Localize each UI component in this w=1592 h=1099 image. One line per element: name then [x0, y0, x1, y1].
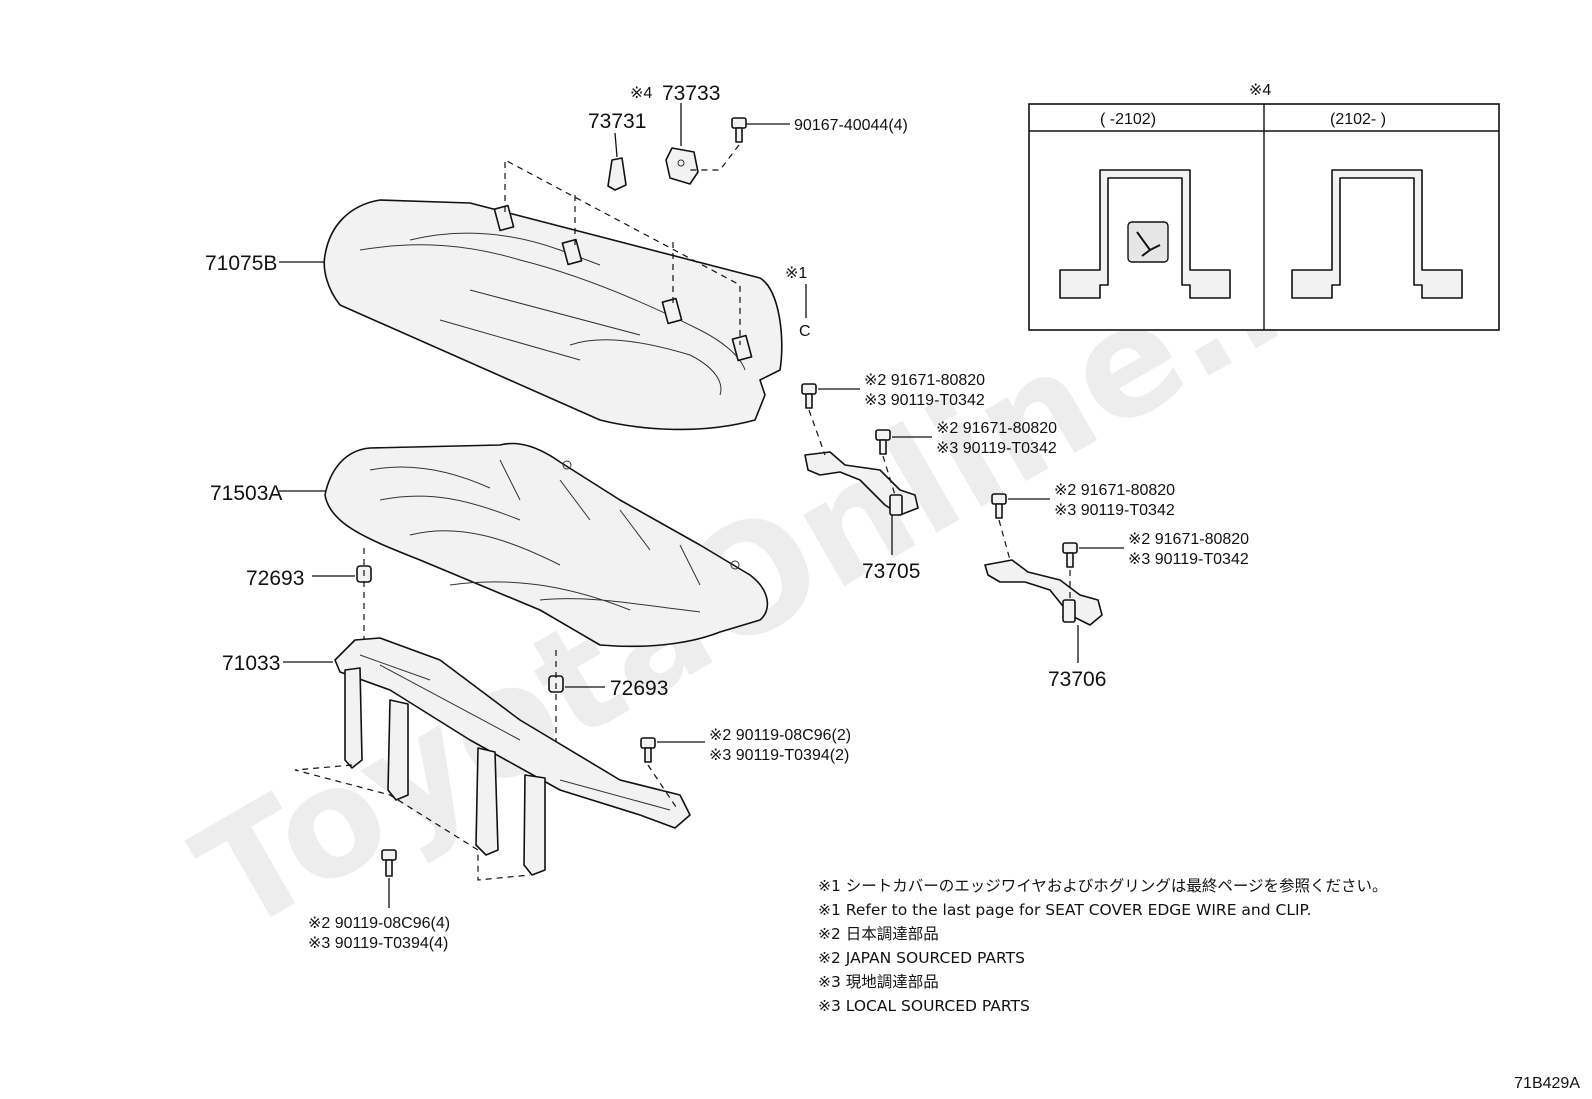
c-mark: ※1	[785, 265, 807, 282]
label-bolt-e1: ※2 90119-08C96(2)	[709, 727, 851, 744]
bolt-hinge-c	[991, 493, 1007, 519]
notes: ※1 シートカバーのエッジワイヤおよびホグリングは最終ページを参照ください。 ※…	[818, 877, 1388, 1015]
note-2-en: ※2 JAPAN SOURCED PARTS	[818, 949, 1025, 967]
bolt-frame-right	[640, 737, 656, 763]
note-3-en: ※3 LOCAL SOURCED PARTS	[818, 997, 1030, 1015]
clip-73731	[607, 157, 627, 191]
label-bolt-c1: ※2 91671-80820	[1054, 482, 1175, 499]
label-73706: 73706	[1048, 668, 1106, 691]
hinge-73706	[984, 559, 1103, 626]
label-71075B: 71075B	[205, 252, 277, 275]
label-71503A: 71503A	[210, 482, 282, 505]
label-screw-top: 90167-40044(4)	[794, 117, 908, 134]
label-73731: 73731	[588, 110, 646, 133]
bolt-hinge-b	[875, 429, 891, 455]
seat-cushion-pad	[324, 442, 769, 648]
inset-mark: ※4	[1249, 82, 1271, 99]
label-bolt-a2: ※3 90119-T0342	[864, 392, 985, 409]
hinge-73705	[804, 451, 919, 516]
label-73733-mark: ※4	[630, 85, 652, 102]
screw-top	[731, 117, 747, 143]
note-2-jp: ※2 日本調達部品	[818, 925, 939, 943]
label-bolt-e2: ※3 90119-T0394(2)	[709, 747, 849, 764]
inset-left-header: ( -2102)	[1100, 111, 1156, 128]
label-72693-left: 72693	[246, 567, 304, 590]
label-73705: 73705	[862, 560, 920, 583]
seat-frame	[334, 637, 691, 876]
label-bolt-d1: ※2 91671-80820	[1128, 531, 1249, 548]
c-label: C	[799, 323, 811, 340]
bolt-hinge-a	[801, 383, 817, 409]
label-bolt-b1: ※2 91671-80820	[936, 420, 1057, 437]
label-71033: 71033	[222, 652, 280, 675]
note-3-jp: ※3 現地調達部品	[818, 973, 939, 991]
label-bolt-a1: ※2 91671-80820	[864, 372, 985, 389]
label-bolt-f1: ※2 90119-08C96(4)	[308, 915, 450, 932]
inset-bracket-left	[1059, 169, 1231, 299]
bracket-73733	[665, 147, 699, 185]
label-bolt-c2: ※3 90119-T0342	[1054, 502, 1175, 519]
bolt-frame-bottom	[381, 849, 397, 877]
note-1-jp: ※1 シートカバーのエッジワイヤおよびホグリングは最終ページを参照ください。	[818, 877, 1388, 895]
label-72693-right: 72693	[610, 677, 668, 700]
seat-cushion-cover	[323, 199, 783, 431]
inset-right-header: (2102- )	[1330, 111, 1386, 128]
diagram-code: 71B429A	[1514, 1075, 1580, 1092]
inset-bracket-right	[1291, 169, 1463, 299]
label-bolt-b2: ※3 90119-T0342	[936, 440, 1057, 457]
label-bolt-f2: ※3 90119-T0394(4)	[308, 935, 448, 952]
label-73733: 73733	[662, 82, 720, 105]
variant-inset: ※4 ( -2102) (2102- )	[1028, 82, 1500, 331]
label-bolt-d2: ※3 90119-T0342	[1128, 551, 1249, 568]
note-1-en: ※1 Refer to the last page for SEAT COVER…	[818, 901, 1311, 919]
bolt-hinge-d	[1062, 542, 1078, 568]
